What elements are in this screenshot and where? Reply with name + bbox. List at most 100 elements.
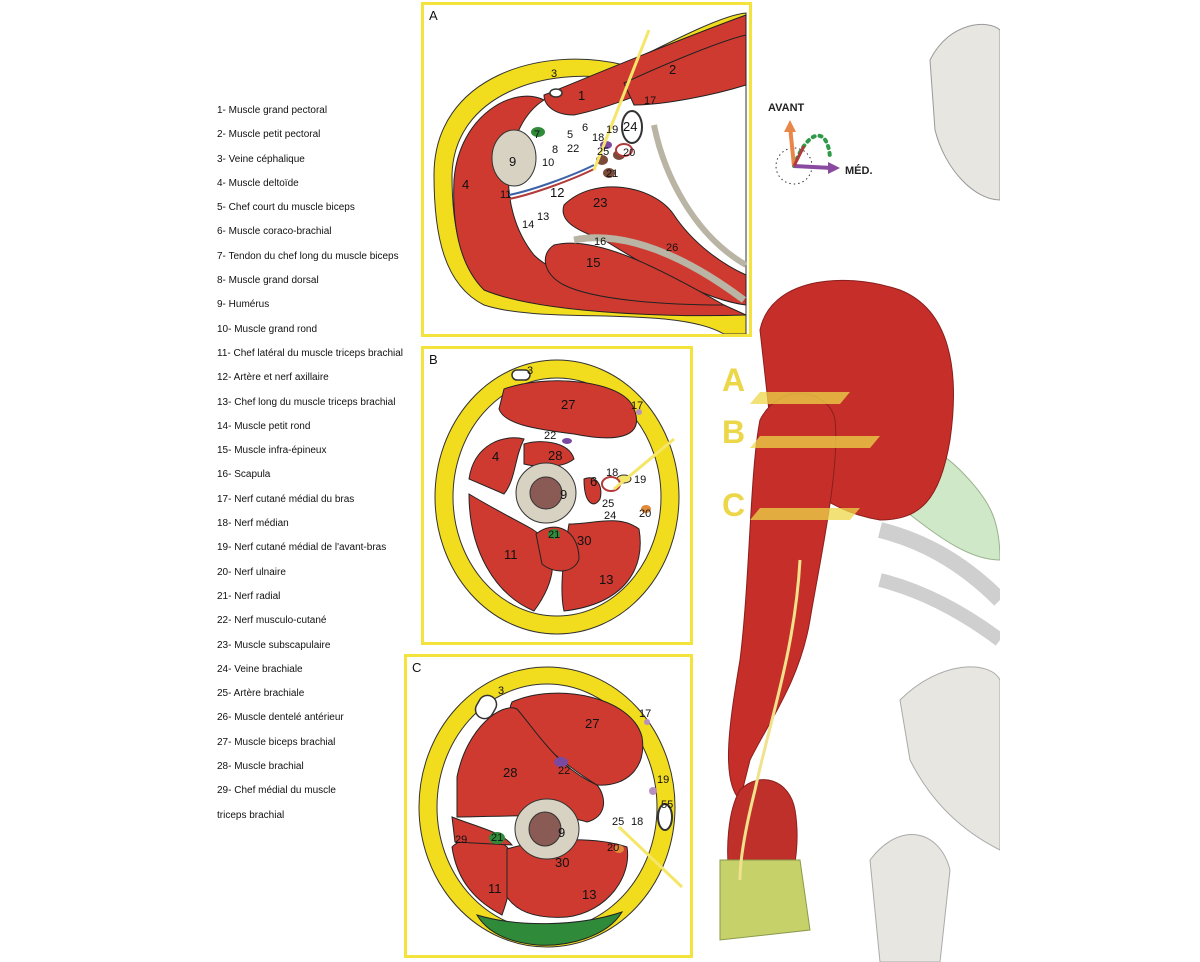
legend-item: 29- Chef médial du muscle (217, 785, 336, 797)
label-b-18: 18 (606, 467, 618, 479)
panel-c-illustration: 3 9 11 13 17 18 19 20 21 22 25 27 28 29 … (418, 666, 684, 948)
label-a-15: 15 (586, 255, 600, 270)
label-c-9: 9 (558, 825, 565, 840)
label-b-13: 13 (599, 572, 613, 587)
legend-item: 5- Chef court du muscle biceps (217, 202, 355, 214)
label-c-18: 18 (631, 816, 643, 828)
front-arrow-icon (788, 125, 796, 167)
compass-medial-label: MÉD. (845, 165, 873, 177)
legend-item: 18- Nerf médian (217, 518, 289, 530)
section-label-c: C (722, 487, 746, 523)
legend-item: 21- Nerf radial (217, 590, 281, 602)
legend-item: 27- Muscle biceps brachial (217, 736, 336, 748)
label-c-3: 3 (498, 685, 504, 697)
legend-item: 2- Muscle petit pectoral (217, 129, 321, 141)
label-c-19: 19 (657, 774, 669, 786)
legend-item: 25- Artère brachiale (217, 688, 305, 700)
legend-item: 28- Muscle brachial (217, 761, 304, 773)
orientation-compass (775, 120, 840, 185)
label-a-5: 5 (567, 129, 573, 141)
label-c-13: 13 (582, 887, 596, 902)
skull (929, 24, 1000, 201)
label-c-25: 25 (612, 816, 624, 828)
label-c-29: 29 (455, 834, 467, 846)
label-a-22: 22 (567, 143, 579, 155)
legend-item: 14- Muscle petit rond (217, 420, 311, 432)
label-a-20: 20 (623, 147, 635, 159)
section-label-b: B (722, 414, 746, 450)
label-b-27: 27 (561, 397, 575, 412)
label-c-28: 28 (503, 765, 517, 780)
label-b-17: 17 (631, 400, 643, 412)
label-a-12: 12 (550, 185, 564, 200)
legend-item: 1- Muscle grand pectoral (217, 105, 328, 116)
label-b-6: 6 (590, 474, 597, 489)
label-b-21: 21 (548, 529, 560, 541)
section-plane-c (750, 508, 860, 520)
label-a-18: 18 (592, 132, 604, 144)
label-b-22: 22 (544, 430, 556, 442)
panel-b: 3 4 6 9 11 13 17 18 19 20 21 22 24 25 27… (421, 346, 693, 645)
label-a-14: 14 (522, 219, 534, 231)
legend-item: 22- Nerf musculo-cutané (217, 615, 327, 627)
label-a-19: 19 (606, 124, 618, 136)
label-b-19: 19 (634, 474, 646, 486)
label-b-3: 3 (527, 365, 533, 377)
compass-front-label: AVANT (768, 102, 805, 114)
label-b-30: 30 (577, 533, 591, 548)
legend-item: 17- Nerf cutané médial du bras (217, 493, 355, 505)
panel-b-illustration: 3 4 6 9 11 13 17 18 19 20 21 22 24 25 27… (434, 359, 680, 635)
legend-item: 19- Nerf cutané médial de l'avant-bras (217, 542, 387, 554)
legend-item: 7- Tendon du chef long du muscle biceps (217, 250, 399, 262)
label-b-11: 11 (504, 547, 518, 562)
legend-item: 16- Scapula (217, 469, 271, 481)
legend-item: triceps brachial (217, 809, 285, 821)
panel-a-illustration: 1 2 3 4 5 6 7 8 9 10 11 12 13 14 15 16 1… (433, 12, 748, 334)
label-a-25: 25 (597, 146, 609, 158)
label-b-9: 9 (560, 487, 567, 502)
legend-item: 6- Muscle coraco-brachial (217, 226, 332, 238)
legend: 1- Muscle grand pectoral 2- Muscle petit … (217, 101, 417, 830)
label-a-16: 16 (594, 236, 606, 248)
legend-item: 15- Muscle infra-épineux (217, 445, 327, 457)
legend-item: 20- Nerf ulnaire (217, 566, 286, 578)
label-a-2: 2 (669, 62, 676, 77)
section-plane-b (750, 436, 880, 448)
label-a-6: 6 (582, 122, 588, 134)
label-a-23: 23 (593, 195, 607, 210)
label-a-8: 8 (552, 144, 558, 156)
label-a-13: 13 (537, 211, 549, 223)
legend-item: 24- Veine brachiale (217, 663, 303, 675)
legend-item: 12- Artère et nerf axillaire (217, 372, 329, 384)
label-a-7: 7 (534, 129, 540, 141)
label-a-10: 10 (542, 157, 554, 169)
panel-c-letter: C (412, 660, 422, 675)
panel-a: 1 2 3 4 5 6 7 8 9 10 11 12 13 14 15 16 1… (421, 2, 752, 337)
label-c-55: 55 (661, 799, 673, 811)
label-b-20: 20 (639, 508, 651, 520)
section-label-a: A (722, 362, 746, 398)
legend-item: 26- Muscle dentelé antérieur (217, 712, 344, 724)
label-c-27: 27 (585, 716, 599, 731)
panel-a-letter: A (429, 8, 438, 23)
label-a-11: 11 (500, 189, 511, 201)
label-c-11: 11 (488, 881, 502, 896)
medial-arrow-icon (793, 164, 833, 170)
panel-c: 3 9 11 13 17 18 19 20 21 22 25 27 28 29 … (404, 654, 693, 958)
legend-item: 23- Muscle subscapulaire (217, 639, 331, 651)
legend-item: 8- Muscle grand dorsal (217, 275, 319, 287)
label-c-30: 30 (555, 855, 569, 870)
legend-item: 9- Humérus (217, 299, 270, 311)
legend-item: 3- Veine céphalique (217, 153, 305, 165)
label-a-9: 9 (509, 154, 516, 169)
label-c-20: 20 (607, 842, 619, 854)
label-a-1: 1 (578, 88, 585, 103)
legend-item: 13- Chef long du muscle triceps brachial (217, 396, 396, 408)
label-a-3: 3 (551, 68, 557, 80)
label-a-4: 4 (462, 177, 469, 192)
legend-item: 10- Muscle grand rond (217, 323, 318, 335)
legend-item: 4- Muscle deltoïde (217, 177, 299, 189)
panel-b-letter: B (429, 352, 438, 367)
upper-arm-muscle (728, 393, 837, 801)
label-a-24: 24 (623, 119, 637, 134)
